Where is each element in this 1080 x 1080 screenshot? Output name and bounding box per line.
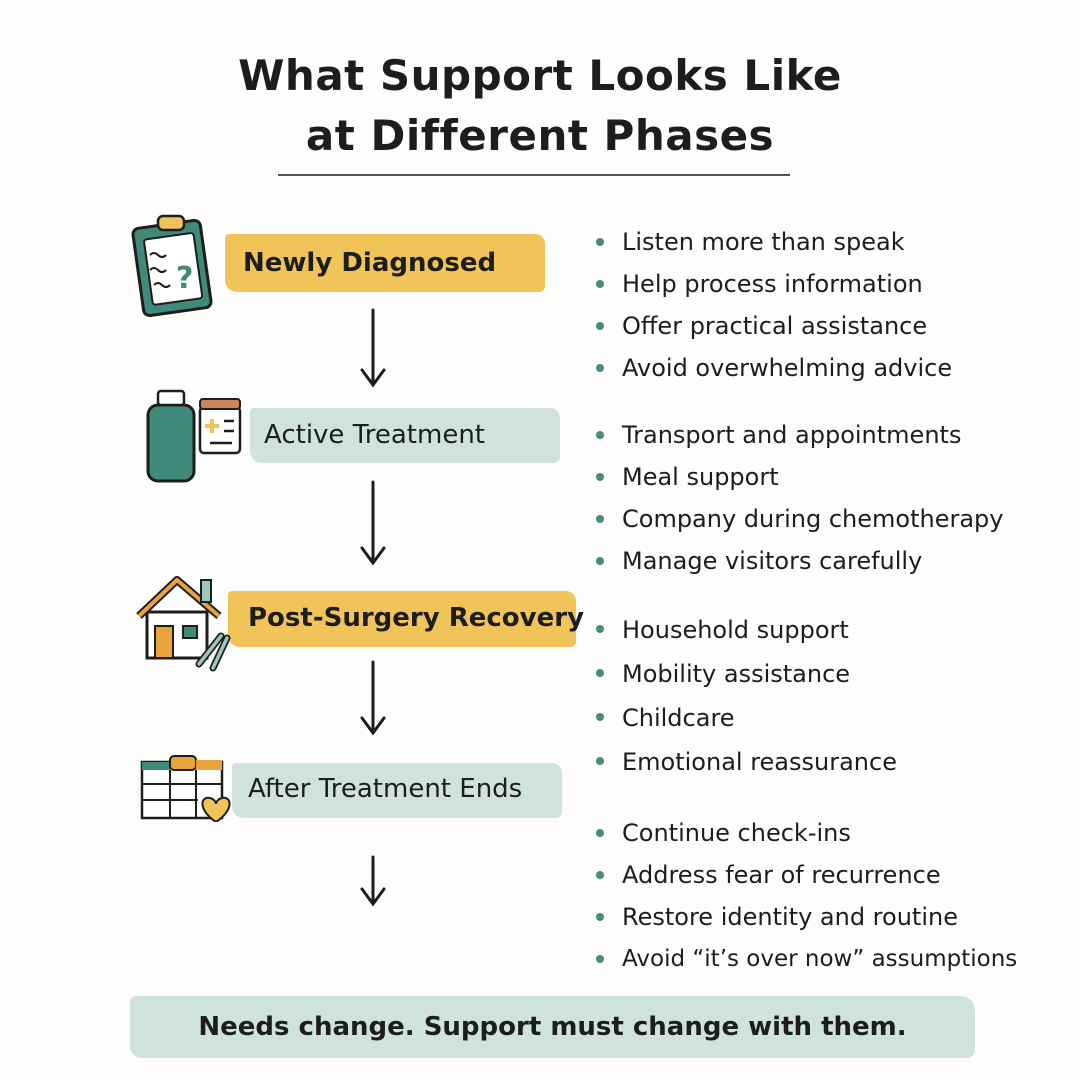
bullet-item: Continue check-ins bbox=[596, 812, 1017, 854]
page-title: What Support Looks Like at Different Pha… bbox=[0, 46, 1080, 166]
phase-label-newly-diagnosed: Newly Diagnosed bbox=[243, 248, 497, 278]
bullet-list-active-treatment: Transport and appointments Meal support … bbox=[596, 414, 1004, 582]
phase-label-active-treatment: Active Treatment bbox=[264, 420, 485, 450]
phase-band-newly-diagnosed bbox=[225, 234, 545, 292]
bullet-item: Mobility assistance bbox=[596, 652, 897, 696]
house-crutches-icon bbox=[136, 576, 231, 672]
arrow-down-icon bbox=[360, 855, 386, 907]
bullet-item: Company during chemotherapy bbox=[596, 498, 1004, 540]
footer-band bbox=[130, 996, 975, 1058]
bullet-list-post-surgery-recovery: Household support Mobility assistance Ch… bbox=[596, 608, 897, 784]
bullet-item: Listen more than speak bbox=[596, 221, 952, 263]
phase-band-after-treatment-ends bbox=[232, 763, 562, 818]
bullet-list-after-treatment-ends: Continue check-ins Address fear of recur… bbox=[596, 812, 1017, 980]
svg-text:?: ? bbox=[176, 261, 193, 296]
title-line-1: What Support Looks Like bbox=[238, 51, 842, 100]
bullet-item: Address fear of recurrence bbox=[596, 854, 1017, 896]
phase-band-post-surgery-recovery bbox=[228, 591, 576, 647]
bullet-item: Household support bbox=[596, 608, 897, 652]
arrow-down-icon bbox=[360, 660, 386, 736]
phase-band-active-treatment bbox=[250, 408, 560, 463]
title-divider bbox=[278, 174, 790, 176]
arrow-down-icon bbox=[360, 480, 386, 566]
bullet-item: Restore identity and routine bbox=[596, 896, 1017, 938]
calendar-heart-icon bbox=[140, 755, 231, 822]
bullet-item: Avoid “it’s over now” assumptions bbox=[596, 938, 1017, 980]
bullet-item: Avoid overwhelming advice bbox=[596, 347, 952, 389]
footer-message: Needs change. Support must change with t… bbox=[198, 1012, 907, 1042]
bullet-item: Meal support bbox=[596, 456, 1004, 498]
medicine-bottle-icon bbox=[146, 389, 242, 483]
arrow-down-icon bbox=[360, 308, 386, 388]
bullet-item: Emotional reassurance bbox=[596, 740, 897, 784]
bullet-list-newly-diagnosed: Listen more than speak Help process info… bbox=[596, 221, 952, 389]
phase-label-after-treatment-ends: After Treatment Ends bbox=[248, 774, 523, 804]
bullet-item: Childcare bbox=[596, 696, 897, 740]
bullet-item: Help process information bbox=[596, 263, 952, 305]
bullet-item: Transport and appointments bbox=[596, 414, 1004, 456]
phase-label-post-surgery-recovery: Post-Surgery Recovery bbox=[248, 603, 585, 633]
bullet-item: Offer practical assistance bbox=[596, 305, 952, 347]
bullet-item: Manage visitors carefully bbox=[596, 540, 1004, 582]
title-line-2: at Different Phases bbox=[305, 111, 775, 160]
clipboard-question-icon: ? bbox=[131, 214, 213, 318]
